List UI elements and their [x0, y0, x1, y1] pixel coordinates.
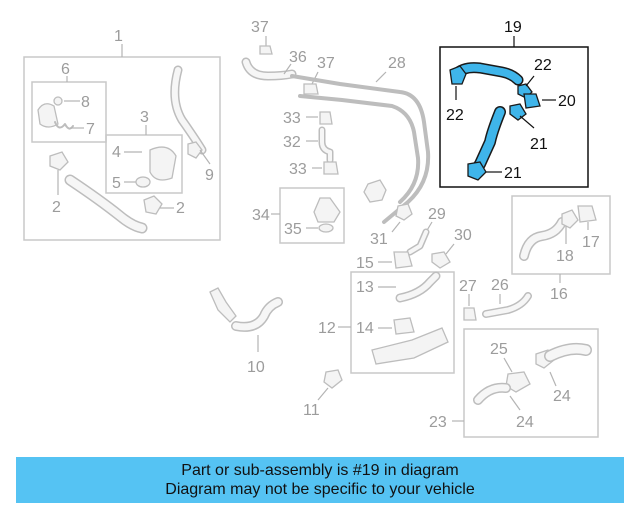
callout-21-upper[interactable]: 21 [530, 136, 548, 153]
callout-2-left[interactable]: 2 [52, 199, 61, 216]
callout-27[interactable]: 27 [459, 278, 477, 295]
callout-35[interactable]: 35 [284, 221, 302, 238]
callout-33-bottom[interactable]: 33 [289, 161, 307, 178]
callout-18[interactable]: 18 [556, 248, 574, 265]
clamp-21-lower [467, 161, 487, 181]
assembly-19-group[interactable]: 19 22 22 20 21 21 [439, 19, 589, 188]
assembly-1-group: 1 6 8 7 3 4 5 2 2 9 [23, 28, 221, 241]
banner-line-2: Diagram may not be specific to your vehi… [165, 481, 475, 498]
callout-32[interactable]: 32 [283, 134, 301, 151]
callout-13[interactable]: 13 [356, 279, 374, 296]
callout-21-lower[interactable]: 21 [504, 165, 522, 182]
clamp-21-upper [509, 103, 527, 121]
center-parts: 31 29 30 15 [356, 203, 472, 272]
callout-3[interactable]: 3 [140, 109, 149, 126]
callout-36[interactable]: 36 [289, 49, 307, 66]
upper-center-parts: 37 36 37 28 33 32 33 [241, 19, 431, 224]
callout-11[interactable]: 11 [303, 402, 320, 419]
callout-9[interactable]: 9 [205, 167, 214, 184]
assembly-23-group: 23 25 24 24 [429, 328, 599, 438]
lower-hose-part [471, 107, 505, 175]
callout-30[interactable]: 30 [454, 227, 472, 244]
callout-29[interactable]: 29 [428, 206, 446, 223]
callout-8[interactable]: 8 [81, 94, 90, 111]
assembly-34-frame [279, 187, 345, 244]
callout-23[interactable]: 23 [429, 414, 447, 431]
clip-part [49, 151, 69, 171]
callout-4[interactable]: 4 [112, 144, 121, 161]
callout-31[interactable]: 31 [370, 231, 388, 248]
assembly-3-frame [105, 134, 183, 194]
info-banner: Part or sub-assembly is #19 in diagram D… [16, 457, 624, 503]
callout-37-top[interactable]: 37 [251, 19, 269, 36]
callout-15[interactable]: 15 [356, 255, 374, 272]
assembly-6-frame [31, 81, 107, 143]
callout-22-right[interactable]: 22 [534, 57, 552, 74]
callout-2-right[interactable]: 2 [176, 200, 185, 217]
callout-26[interactable]: 26 [491, 277, 509, 294]
callout-20[interactable]: 20 [558, 93, 576, 110]
callout-24-right[interactable]: 24 [553, 388, 571, 405]
assembly-12-frame [350, 271, 455, 374]
lower-left-parts: 10 11 [209, 287, 343, 419]
callout-34[interactable]: 34 [252, 207, 270, 224]
assembly-16-group: 16 18 17 [511, 195, 611, 303]
callout-12[interactable]: 12 [318, 320, 336, 337]
callout-1[interactable]: 1 [114, 28, 123, 45]
callout-24-left[interactable]: 24 [516, 414, 534, 431]
assembly-16-frame [511, 195, 611, 275]
clamp-20 [523, 93, 541, 109]
gasket-part [37, 103, 59, 128]
callout-16[interactable]: 16 [550, 286, 568, 303]
thermostat-housing-part [149, 146, 177, 181]
callout-33-top[interactable]: 33 [283, 110, 301, 127]
assembly-23-frame [463, 328, 599, 438]
clamp-22-left [449, 65, 467, 85]
callout-5[interactable]: 5 [112, 175, 121, 192]
callout-28[interactable]: 28 [388, 55, 406, 72]
assembly-12-group: 12 13 14 [318, 271, 455, 374]
callout-25[interactable]: 25 [490, 341, 508, 358]
parts-diagram: 1 6 8 7 3 4 5 2 2 9 3 [23, 19, 611, 438]
callout-6[interactable]: 6 [61, 61, 70, 78]
callout-17[interactable]: 17 [582, 234, 600, 251]
banner-line-1: Part or sub-assembly is #19 in diagram [181, 462, 459, 479]
callout-19[interactable]: 19 [504, 19, 522, 36]
callout-10[interactable]: 10 [247, 359, 265, 376]
assembly-34-group: 34 35 [252, 187, 345, 244]
callout-37-mid[interactable]: 37 [317, 55, 335, 72]
callout-22-left[interactable]: 22 [446, 107, 464, 124]
callout-14[interactable]: 14 [356, 320, 374, 337]
callout-7[interactable]: 7 [86, 121, 95, 138]
parts-26-27: 27 26 [459, 277, 532, 321]
